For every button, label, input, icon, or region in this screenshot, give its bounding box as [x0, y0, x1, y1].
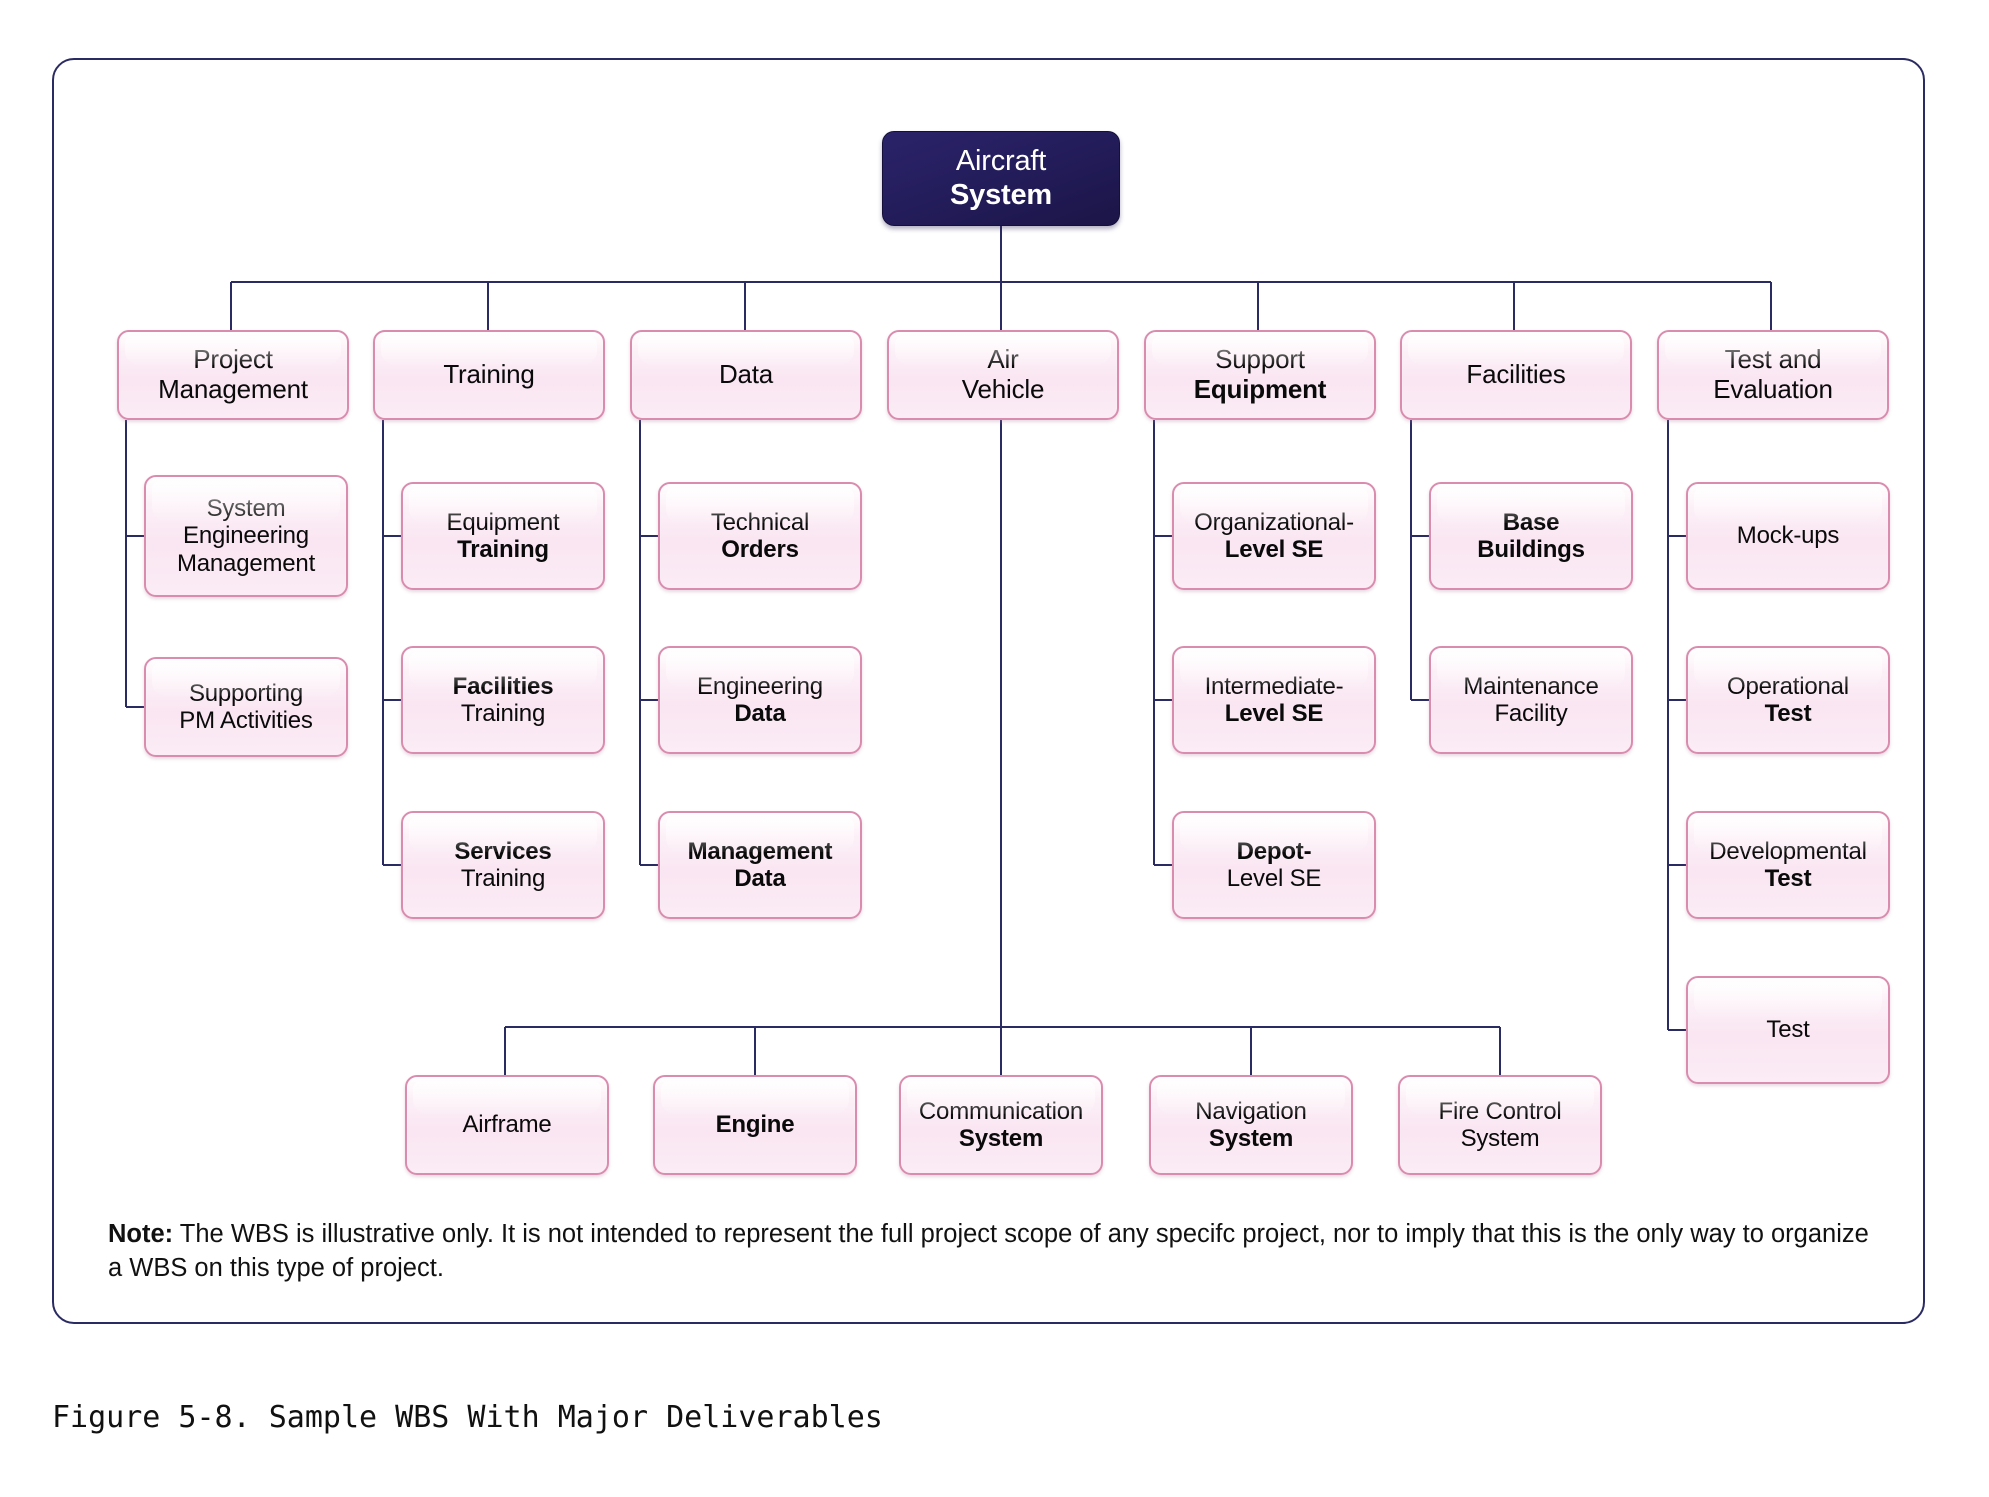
node-line-2: Engineering	[183, 522, 309, 550]
node-line-2: Training	[457, 536, 549, 563]
node-line-1: Operational	[1727, 672, 1849, 700]
node-line-2: Data	[734, 700, 786, 727]
node-line-1: Data	[718, 359, 774, 390]
node-services-training[interactable]: Services Training	[401, 811, 605, 919]
node-base-buildings[interactable]: Base Buildings	[1429, 482, 1633, 590]
node-line-2: Facility	[1494, 700, 1568, 727]
node-line-1: Airframe	[462, 1111, 552, 1139]
node-line-2: Training	[460, 700, 546, 727]
node-line-2: System	[1208, 1125, 1294, 1152]
node-facilities[interactable]: Facilities	[1400, 330, 1632, 420]
node-line-2: System	[958, 1125, 1044, 1152]
node-organizational-level-se[interactable]: Organizational- Level SE	[1172, 482, 1376, 590]
node-line-1: Facilities	[452, 672, 554, 700]
node-line-1: Depot-	[1236, 837, 1312, 865]
node-engineering-data[interactable]: Engineering Data	[658, 646, 862, 754]
node-supporting-pm-activities[interactable]: Supporting PM Activities	[144, 657, 348, 757]
figure-caption: Figure 5-8. Sample WBS With Major Delive…	[52, 1400, 883, 1435]
node-line-1: Maintenance	[1463, 672, 1599, 700]
node-line-1: Test	[1766, 1016, 1810, 1044]
node-airframe[interactable]: Airframe	[405, 1075, 609, 1175]
node-line-1: Supporting	[188, 679, 304, 707]
note-text: The WBS is illustrative only. It is not …	[108, 1220, 1869, 1282]
node-line-1: Organizational-	[1194, 508, 1354, 536]
node-line-2: Training	[460, 865, 546, 892]
node-line-1: Communication	[918, 1097, 1084, 1125]
node-intermediate-level-se[interactable]: Intermediate- Level SE	[1172, 646, 1376, 754]
node-test-and-evaluation[interactable]: Test and Evaluation	[1657, 330, 1889, 420]
node-line-2: Buildings	[1477, 536, 1585, 563]
node-project-management[interactable]: Project Management	[117, 330, 349, 420]
node-navigation-system[interactable]: Navigation System	[1149, 1075, 1353, 1175]
node-line-1: Developmental	[1709, 837, 1867, 865]
node-line-1: Aircraft	[955, 145, 1047, 178]
node-line-2: System	[1460, 1125, 1540, 1152]
node-line-1: Navigation	[1195, 1097, 1307, 1125]
node-line-1: Equipment	[446, 508, 560, 536]
node-training[interactable]: Training	[373, 330, 605, 420]
node-facilities-training[interactable]: Facilities Training	[401, 646, 605, 754]
node-technical-orders[interactable]: Technical Orders	[658, 482, 862, 590]
node-line-1: System	[206, 494, 286, 522]
node-line-2: Level SE	[1224, 700, 1324, 727]
node-line-2: Test	[1764, 700, 1812, 727]
node-line-1: Training	[443, 359, 535, 390]
node-line-2: Test	[1764, 865, 1812, 892]
node-system-engineering-management[interactable]: System Engineering Management	[144, 475, 348, 597]
node-line-2: Evaluation	[1713, 374, 1833, 404]
node-equipment-training[interactable]: Equipment Training	[401, 482, 605, 590]
node-line-2: Vehicle	[961, 374, 1045, 404]
node-data[interactable]: Data	[630, 330, 862, 420]
node-line-2: Data	[734, 865, 786, 892]
node-communication-system[interactable]: Communication System	[899, 1075, 1103, 1175]
node-aircraft-system[interactable]: Aircraft System	[882, 131, 1120, 226]
node-line-1: Management	[687, 837, 833, 865]
node-developmental-test[interactable]: Developmental Test	[1686, 811, 1890, 919]
node-line-2: Equipment	[1193, 374, 1327, 404]
node-line-1: Base	[1502, 508, 1560, 536]
node-line-1: Facilities	[1466, 359, 1566, 390]
node-engine[interactable]: Engine	[653, 1075, 857, 1175]
node-line-1: Technical	[710, 508, 810, 536]
node-operational-test[interactable]: Operational Test	[1686, 646, 1890, 754]
node-line-1: Support	[1215, 344, 1305, 375]
note-label: Note:	[108, 1220, 174, 1248]
node-line-3: Management	[176, 549, 316, 577]
node-line-2: Level SE	[1226, 865, 1322, 892]
node-line-1: Mock-ups	[1736, 522, 1840, 550]
node-test[interactable]: Test	[1686, 976, 1890, 1084]
node-line-1: Fire Control	[1438, 1097, 1562, 1125]
node-line-2: PM Activities	[179, 707, 313, 734]
node-fire-control-system[interactable]: Fire Control System	[1398, 1075, 1602, 1175]
node-line-2: Management	[158, 374, 308, 404]
node-line-2: System	[950, 178, 1052, 211]
node-line-1: Engine	[715, 1111, 795, 1139]
node-support-equipment[interactable]: Support Equipment	[1144, 330, 1376, 420]
figure-note: Note: The WBS is illustrative only. It i…	[108, 1218, 1878, 1286]
node-line-2: Level SE	[1224, 536, 1324, 563]
node-line-1: Intermediate-	[1204, 672, 1344, 700]
node-line-1: Test and	[1724, 344, 1822, 375]
node-depot-level-se[interactable]: Depot- Level SE	[1172, 811, 1376, 919]
node-line-1: Project	[193, 344, 273, 375]
node-management-data[interactable]: Management Data	[658, 811, 862, 919]
node-line-1: Air	[987, 344, 1019, 375]
node-line-2: Orders	[721, 536, 799, 563]
node-line-1: Engineering	[697, 672, 823, 700]
node-line-1: Services	[454, 837, 552, 865]
node-air-vehicle[interactable]: Air Vehicle	[887, 330, 1119, 420]
node-maintenance-facility[interactable]: Maintenance Facility	[1429, 646, 1633, 754]
node-mock-ups[interactable]: Mock-ups	[1686, 482, 1890, 590]
